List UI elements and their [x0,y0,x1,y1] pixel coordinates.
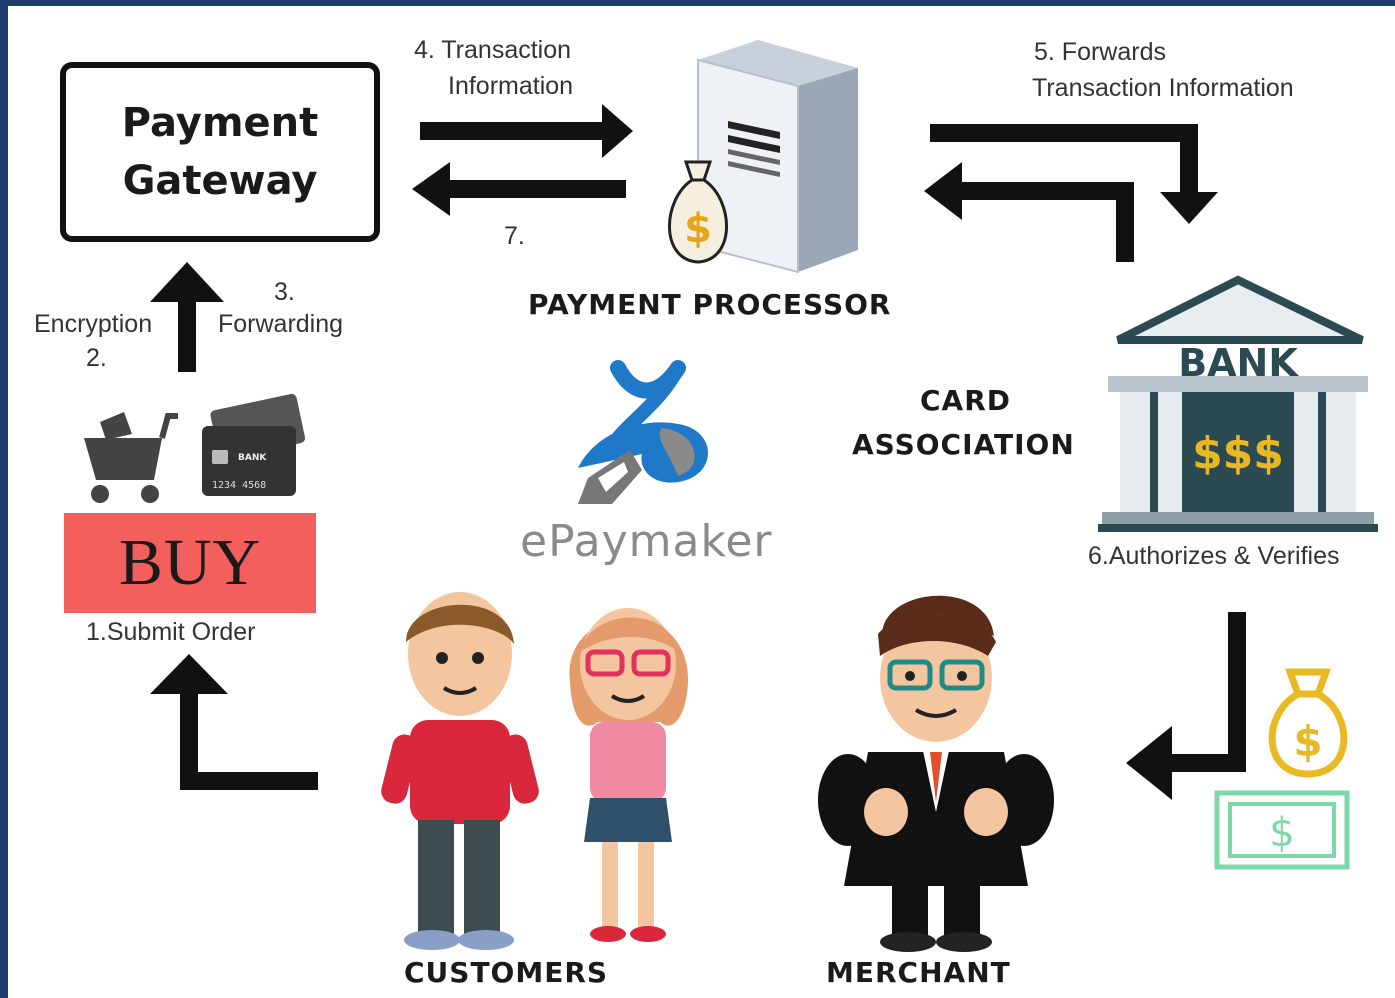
payment-flow-diagram: Payment Gateway 4. Transaction Informati… [8,6,1395,998]
arrow-customers-to-order [150,654,318,790]
payment-gateway-title: Payment Gateway [121,100,319,204]
epaymaker-brand-name: ePaymaker [520,516,773,567]
arrow-processor-to-gateway [412,162,626,216]
credit-card-icon: BANK 1234 4568 [202,393,306,496]
arrow-bank-to-merchant [1126,612,1246,800]
step-4-label-line1: 4. Transaction [414,36,572,64]
merchant-label: MERCHANT [826,956,1011,989]
card-number-text: 1234 4568 [212,480,266,491]
money-bag-symbol: $ [684,206,712,252]
customer-man-icon [381,592,539,950]
bank-icon: BANK $$$ [1098,275,1378,532]
step-2-number: 2. [86,344,107,372]
customers-label: CUSTOMERS [404,956,609,989]
gold-bag-symbol: $ [1293,717,1322,766]
step-6-label: 6.Authorizes & Verifies [1088,542,1340,570]
card-bank-text: BANK [238,453,267,463]
buy-label: BUY [118,526,262,599]
epaymaker-logo-icon [578,360,708,504]
dollar-bill-icon: $ [1214,790,1350,870]
merchant-icon [818,595,1054,952]
arrow-buy-to-gateway [150,262,224,372]
card-association-line1: CARD [920,384,1012,417]
step-5-label-line2: Transaction Information [1032,74,1294,102]
arrow-gateway-to-processor [420,104,633,158]
money-bag-icon: $ [668,160,728,264]
arrow-bank-to-processor [924,162,1134,262]
step-3-number: 3. [274,278,295,306]
bill-symbol: $ [1269,810,1294,856]
flow-arrows [150,104,1246,800]
bank-sign-text: BANK [1178,341,1299,385]
shopping-cart-icon [84,412,178,503]
step-7-label: 7. [504,222,525,250]
gold-money-bag-icon: $ [1268,668,1348,778]
payment-processor-title: PAYMENT PROCESSOR [528,288,892,321]
step-1-label: 1.Submit Order [86,618,256,646]
step-5-label-line1: 5. Forwards [1034,38,1166,66]
step-4-label-line2: Information [448,72,574,100]
bank-vault-text: $$$ [1192,428,1284,479]
payment-gateway-box: Payment Gateway [60,62,380,242]
arrow-processor-to-bank [930,124,1218,224]
buy-button[interactable]: BUY [64,513,316,613]
step-3-description: Forwarding [218,310,344,338]
card-association-line2: ASSOCIATION [852,428,1075,461]
step-2-description: Encryption [34,310,153,338]
customer-woman-icon [569,608,689,942]
